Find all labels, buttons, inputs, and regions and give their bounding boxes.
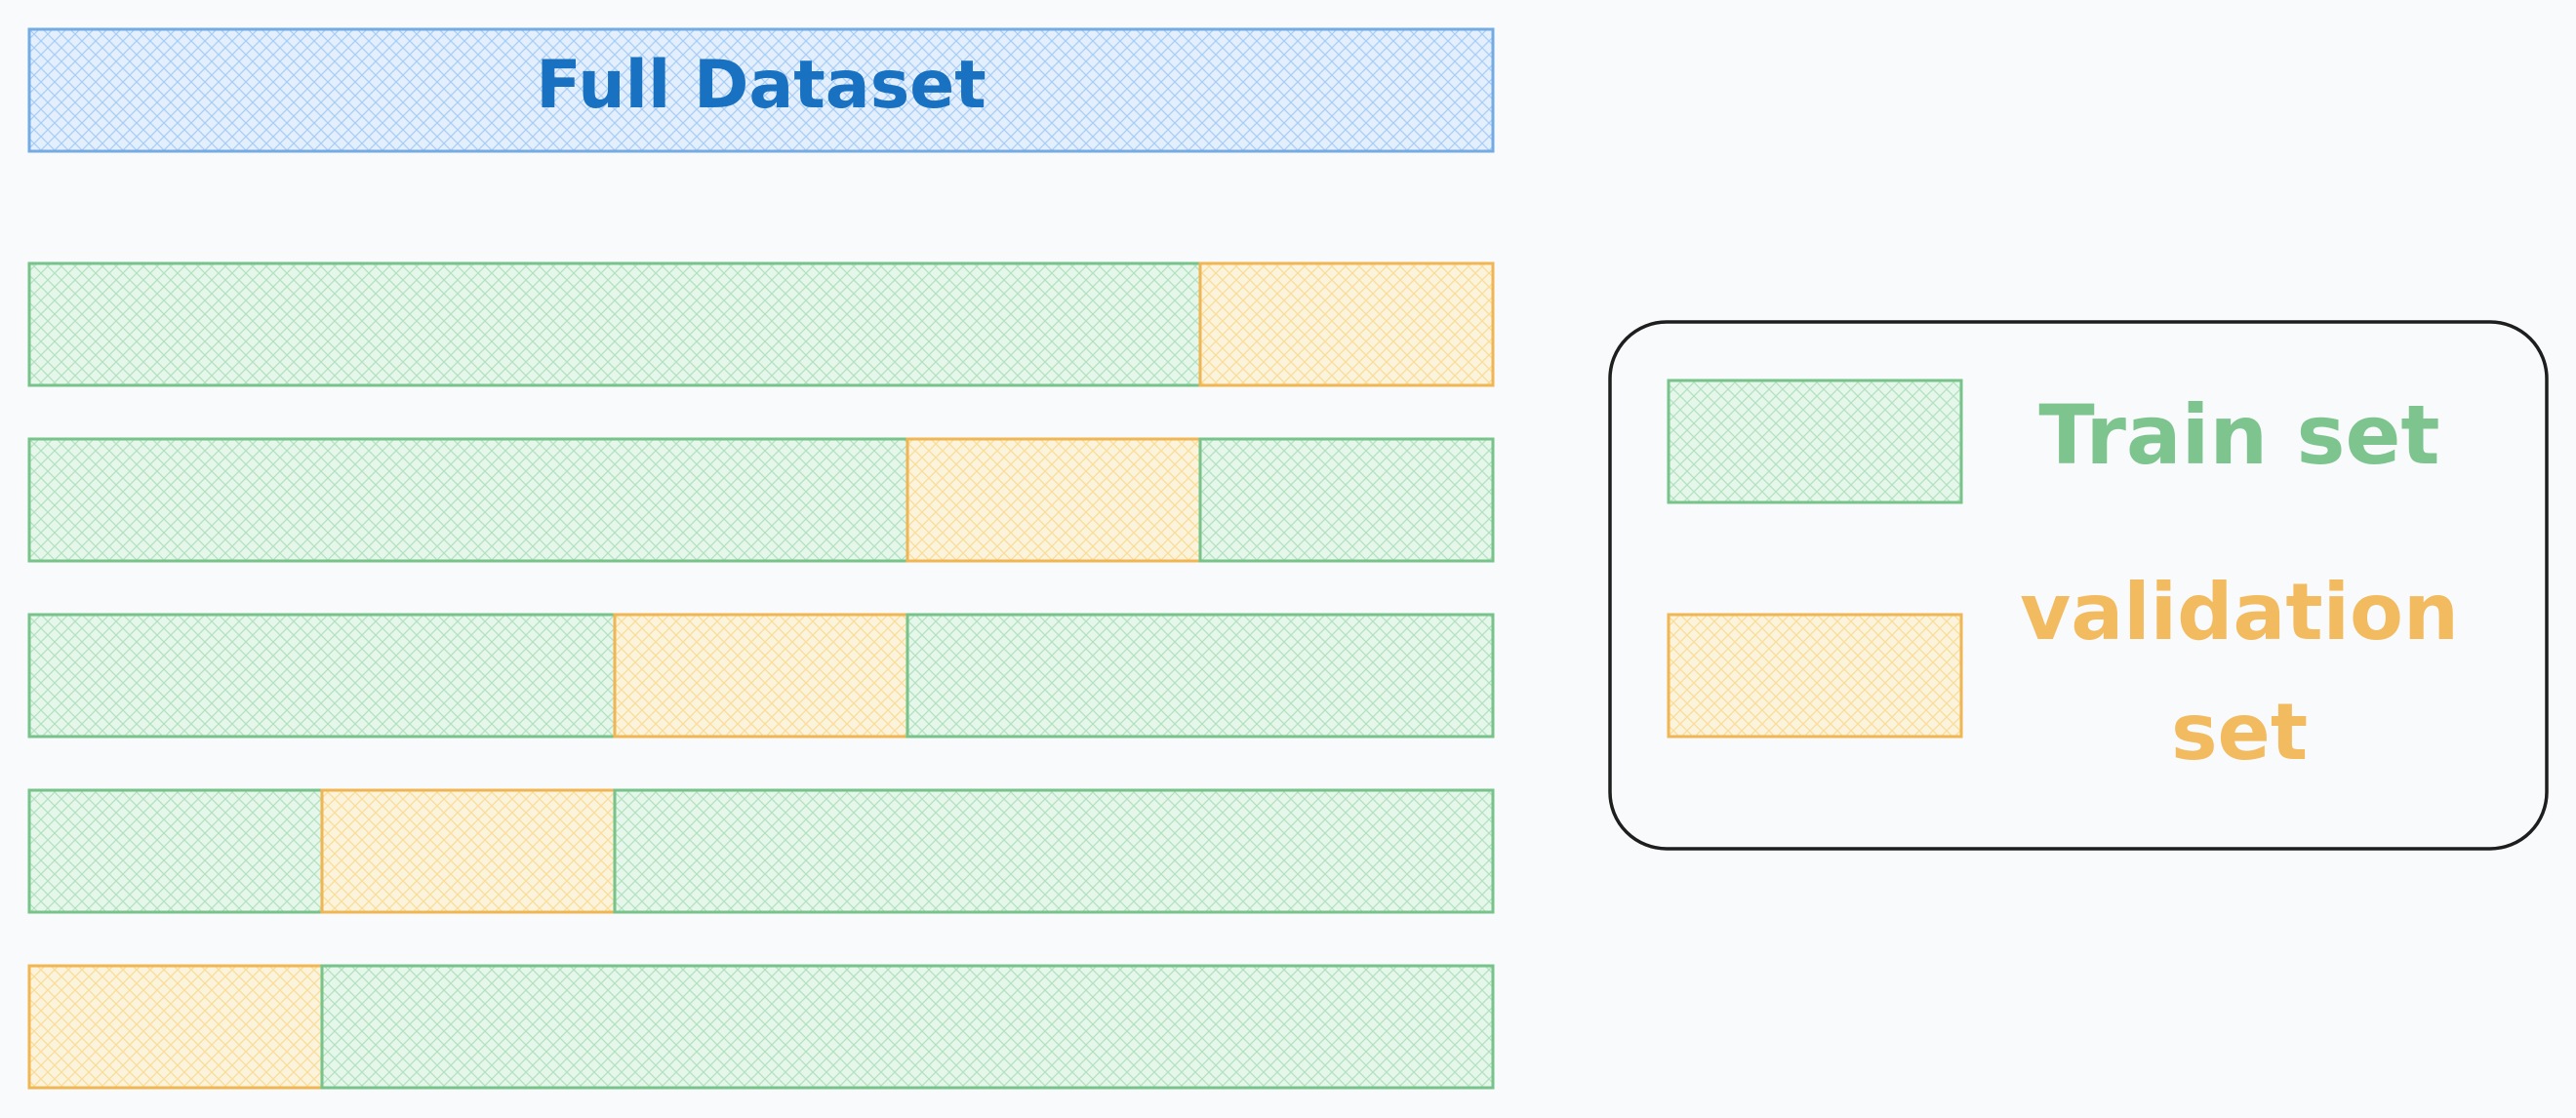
fold-5 [27,964,1495,1090]
legend-box [1608,320,2549,851]
train-segment [27,613,617,739]
full-dataset-bar: Full Dataset [27,27,1495,153]
legend-train-swatch [1667,379,1963,504]
fold-3 [27,613,1495,739]
folds-group [27,261,1495,1090]
train-segment [27,788,324,914]
legend-validation-label-line1: validation [2020,567,2459,658]
legend-train-label: Train set [2038,387,2439,483]
fold-2 [27,437,1495,563]
legend-validation-label-line2: set [2171,687,2308,778]
train-segment [1198,437,1495,563]
full-dataset-label: Full Dataset [536,47,986,124]
fold-4 [27,788,1495,914]
fold-1 [27,261,1495,387]
train-segment [27,261,1202,387]
validation-segment [320,788,617,914]
validation-segment [27,964,324,1090]
legend: Train set validation set [1608,320,2549,851]
train-segment [320,964,1495,1090]
train-segment [906,613,1495,739]
train-segment [27,437,909,563]
validation-segment [1198,261,1495,387]
validation-segment [613,613,909,739]
train-segment [613,788,1495,914]
legend-validation-swatch [1667,613,1963,739]
validation-segment [906,437,1202,563]
